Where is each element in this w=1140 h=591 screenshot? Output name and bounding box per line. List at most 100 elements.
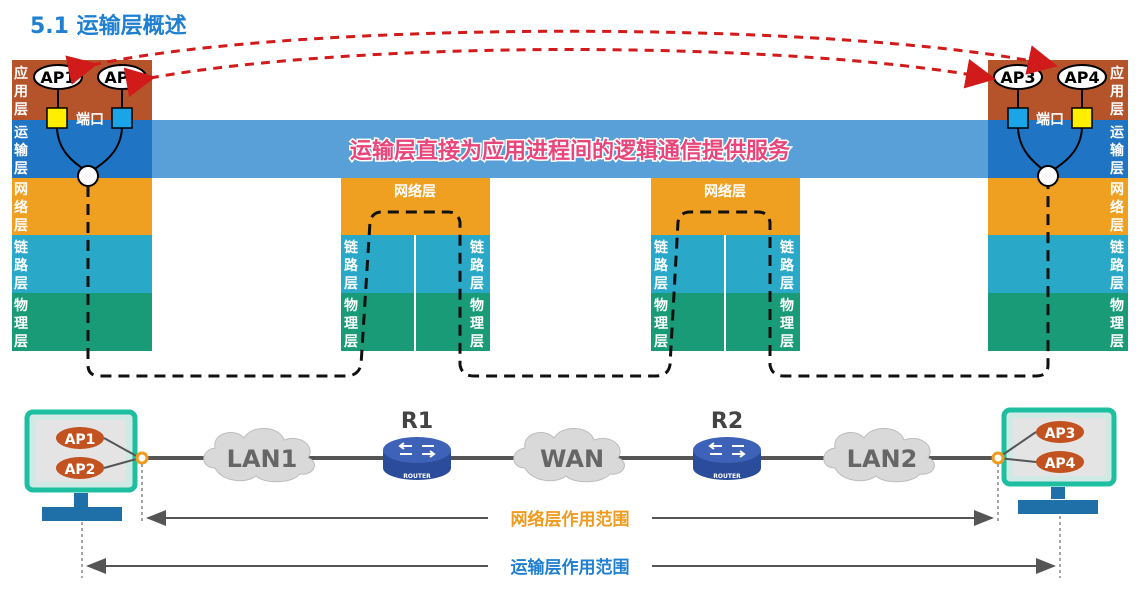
right-physical-layer-label-char: 物 (1110, 297, 1124, 314)
right-transport-layer (988, 120, 1128, 178)
r1-network-layer (341, 178, 490, 235)
right-link-layer (988, 235, 1128, 293)
left-network-layer (12, 178, 152, 235)
r2-physical-layer-label-char: 层 (780, 334, 794, 350)
transport-banner-text: 运输层直接为应用进程间的逻辑通信提供服务 (350, 138, 791, 164)
host-ap3-oval (1036, 421, 1084, 443)
r1-link-layer-label-char: 链 (470, 239, 485, 256)
left-transport-layer-label-char: 层 (14, 161, 28, 177)
wan-cloud-icon (513, 428, 625, 483)
r2-router-badge: ROUTER (713, 473, 741, 480)
ap3-label: AP3 (1000, 68, 1035, 87)
data-path-dashed (86, 186, 1050, 378)
left-interface-node (135, 451, 149, 465)
lan2-label: LAN2 (847, 445, 918, 473)
r1-physical-layer-label-char: 理 (344, 316, 358, 332)
right-transport-layer-label-char: 运 (1110, 125, 1124, 141)
right-port-label: 端口 (1036, 111, 1064, 128)
left-network-layer-label-char: 网 (14, 182, 28, 198)
ap4-label: AP4 (1064, 68, 1099, 87)
port-blue-icon (111, 107, 133, 129)
right-application-layer-label-char: 应 (1110, 65, 1124, 82)
r1-router-badge: ROUTER (403, 473, 431, 480)
r2-physical-layer-label-char: 理 (654, 316, 668, 332)
left-host-stack (12, 60, 152, 351)
left-physical-layer-label-char: 层 (14, 334, 28, 350)
host-ap2-oval (56, 457, 104, 479)
right-network-layer (988, 178, 1128, 235)
ap1-label: AP1 (40, 68, 75, 87)
right-link-layer-label-char: 层 (1110, 276, 1124, 292)
r2-link-layer-label-char: 链 (654, 239, 669, 256)
right-physical-layer-label-char: 层 (1110, 334, 1124, 350)
r1-physical-layer-label-char: 层 (470, 334, 484, 350)
network-scope-label: 网络层作用范围 (511, 509, 630, 530)
r1-stack: 网络层 (341, 178, 490, 351)
left-mux-node (77, 165, 99, 187)
right-transport-layer-label-char: 输 (1110, 142, 1125, 159)
r2-stack: 网络层 (651, 178, 800, 351)
right-computer-icon: AP3 AP4 (997, 407, 1117, 514)
left-link-layer-label-char: 路 (14, 257, 29, 274)
r1-link-layer-label-char: 链 (344, 239, 359, 256)
ap2-label: AP2 (104, 68, 139, 87)
lan1-cloud-icon (203, 428, 315, 483)
left-physical-layer-label-char: 理 (14, 316, 28, 332)
port-blue-icon (1007, 107, 1029, 129)
r1-link-layer-label-char: 路 (344, 257, 359, 274)
r2-physical-layer-label-char: 物 (654, 297, 668, 314)
left-computer-icon: AP1 AP2 (24, 409, 141, 521)
r2-network-label: 网络层 (704, 183, 746, 200)
left-application-layer-label-char: 层 (14, 102, 28, 118)
left-application-layer-label-char: 用 (14, 84, 28, 100)
r1-link-layer-label-char: 路 (470, 257, 485, 274)
r1-network-label: 网络层 (394, 183, 436, 200)
transport-banner (152, 120, 988, 178)
r2-label: R2 (711, 409, 743, 434)
right-transport-layer-label-char: 层 (1110, 161, 1124, 177)
r2-link-layer-label-char: 层 (654, 276, 668, 292)
logical-link-arc-upper (65, 29, 1058, 85)
host-ap4-oval (1036, 451, 1084, 473)
right-physical-layer (988, 293, 1128, 351)
r2-link-layer-label-char: 路 (654, 257, 669, 274)
left-network-layer-label-char: 络 (14, 199, 28, 216)
host-ap2-label: AP2 (65, 462, 96, 478)
left-network-layer-label-char: 层 (14, 218, 28, 234)
r1-link-layer-label-char: 层 (470, 276, 484, 292)
port-yellow-icon (46, 107, 68, 129)
r2-physical-layer-label-char: 理 (780, 316, 794, 332)
port-yellow-icon (1071, 107, 1093, 129)
left-transport-layer-label-char: 输 (14, 142, 29, 159)
left-physical-layer (12, 293, 152, 351)
router-r1-icon: ROUTER (383, 437, 451, 480)
r2-network-layer (651, 178, 800, 235)
r1-link-layer-label-char: 层 (344, 276, 358, 292)
right-link-layer-label-char: 路 (1110, 257, 1125, 274)
r1-physical-layer-label-char: 层 (344, 334, 358, 350)
left-transport-layer-label-char: 运 (14, 125, 28, 141)
right-physical-layer-label-char: 理 (1110, 316, 1124, 332)
right-link-layer-label-char: 链 (1110, 239, 1125, 256)
right-network-layer-label-char: 络 (1110, 199, 1124, 216)
left-link-layer (12, 235, 152, 293)
host-ap1-label: AP1 (65, 432, 96, 448)
left-port-label: 端口 (76, 111, 104, 128)
left-link-layer-label-char: 层 (14, 276, 28, 292)
wan-label: WAN (540, 445, 604, 473)
router-r2-icon: ROUTER (693, 437, 761, 480)
r1-physical-layer-label-char: 物 (470, 297, 484, 314)
lan2-cloud-icon (823, 428, 935, 483)
r1-physical-layer-label-char: 理 (470, 316, 484, 332)
left-link-layer-label-char: 链 (14, 239, 29, 256)
host-ap1-oval (56, 427, 104, 449)
left-physical-layer-label-char: 物 (14, 297, 28, 314)
left-application-layer-label-char: 应 (14, 65, 28, 82)
transport-scope-label: 运输层作用范围 (511, 557, 630, 578)
host-ap3-label: AP3 (1045, 426, 1076, 442)
r1-label: R1 (401, 409, 433, 434)
right-application-layer-label-char: 层 (1110, 102, 1124, 118)
r2-physical-layer-label-char: 层 (654, 334, 668, 350)
r2-link-layer-label-char: 层 (780, 276, 794, 292)
